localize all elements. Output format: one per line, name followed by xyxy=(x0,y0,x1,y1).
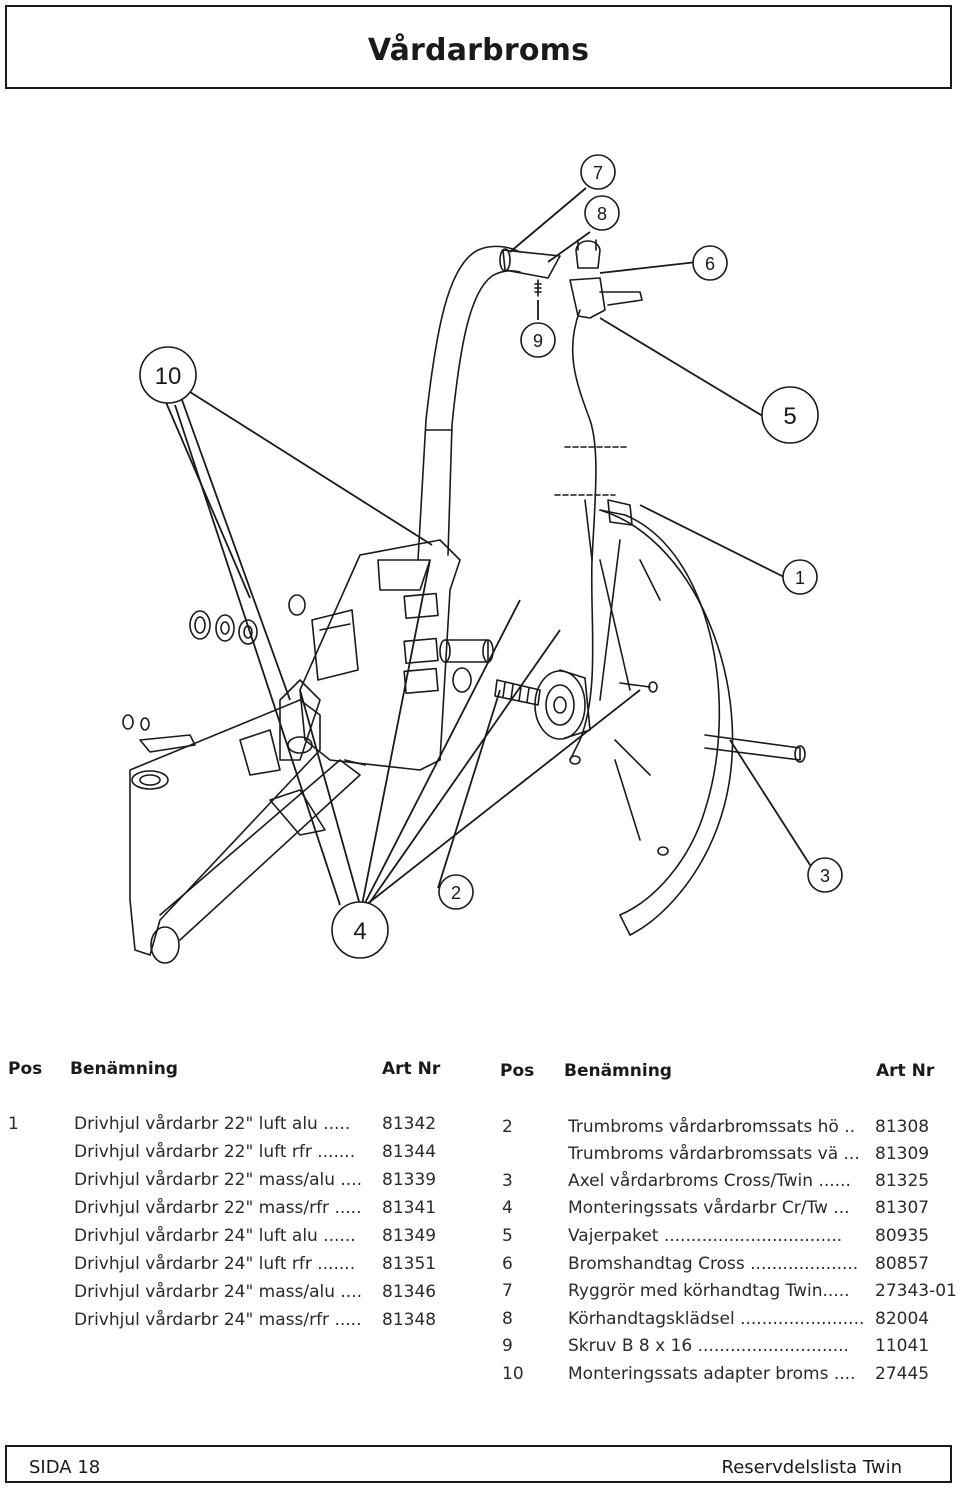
washer-1 xyxy=(215,614,235,642)
callout-2: 2 xyxy=(451,883,461,903)
backrest-tube xyxy=(417,245,521,561)
callout-9: 9 xyxy=(533,331,543,351)
handle-grip xyxy=(502,249,561,279)
brake-cable xyxy=(569,309,597,761)
brake-lever xyxy=(569,277,606,319)
right-header-pos: Pos xyxy=(500,1061,535,1081)
page-title: Vårdarbroms xyxy=(367,33,590,68)
left-header-pos: Pos xyxy=(8,1059,43,1079)
frame-plate xyxy=(299,539,461,771)
callout-10: 10 xyxy=(155,363,182,390)
callout-1: 1 xyxy=(795,568,805,588)
brake-drum xyxy=(534,670,586,740)
nut-1 xyxy=(189,610,211,640)
callout-8: 8 xyxy=(597,204,607,224)
right-header-name: Benämning xyxy=(564,1061,672,1081)
wheel-rim-inner xyxy=(619,514,721,916)
backrest-tube-inner xyxy=(447,270,521,556)
callout-4: 4 xyxy=(353,918,366,945)
lower-frame xyxy=(129,699,321,956)
callout-7: 7 xyxy=(593,163,603,183)
callout-3: 3 xyxy=(820,866,830,886)
callout-5: 5 xyxy=(783,403,796,430)
left-header-name: Benämning xyxy=(70,1059,178,1079)
axle xyxy=(704,734,801,761)
page-number: SIDA 18 xyxy=(29,1457,101,1478)
washer-2 xyxy=(238,619,258,645)
right-header-art: Art Nr xyxy=(876,1061,935,1081)
bolt xyxy=(494,679,541,706)
document-title: Reservdelslista Twin xyxy=(721,1457,903,1478)
exploded-diagram: 7 8 6 9 10 5 1 3 2 4 xyxy=(122,154,843,964)
callout-6: 6 xyxy=(705,254,715,274)
left-header-art: Art Nr xyxy=(382,1059,441,1079)
footer: SIDA 18 Reservdelslista Twin xyxy=(5,1445,952,1483)
title-box: Vårdarbroms xyxy=(5,5,952,89)
wheel-rim-outer xyxy=(599,509,734,936)
